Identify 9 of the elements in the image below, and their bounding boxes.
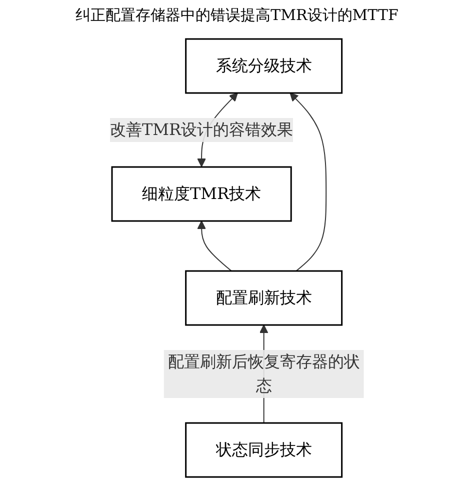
node-box: 状态同步技术 [185, 422, 343, 478]
arrow [197, 220, 232, 272]
arrow [290, 92, 327, 272]
edge-label: 改善TMR设计的容错效果 [110, 120, 294, 139]
node-box: 细粒度TMR技术 [111, 166, 292, 222]
node-box: 配置刷新技术 [185, 270, 343, 326]
edge-label: 配置刷新后恢复寄存器的状态 [168, 352, 360, 395]
note-text: 纠正配置存储器中的错误提高TMR设计的MTTF [76, 6, 398, 25]
node-box: 系统分级技术 [185, 38, 343, 94]
